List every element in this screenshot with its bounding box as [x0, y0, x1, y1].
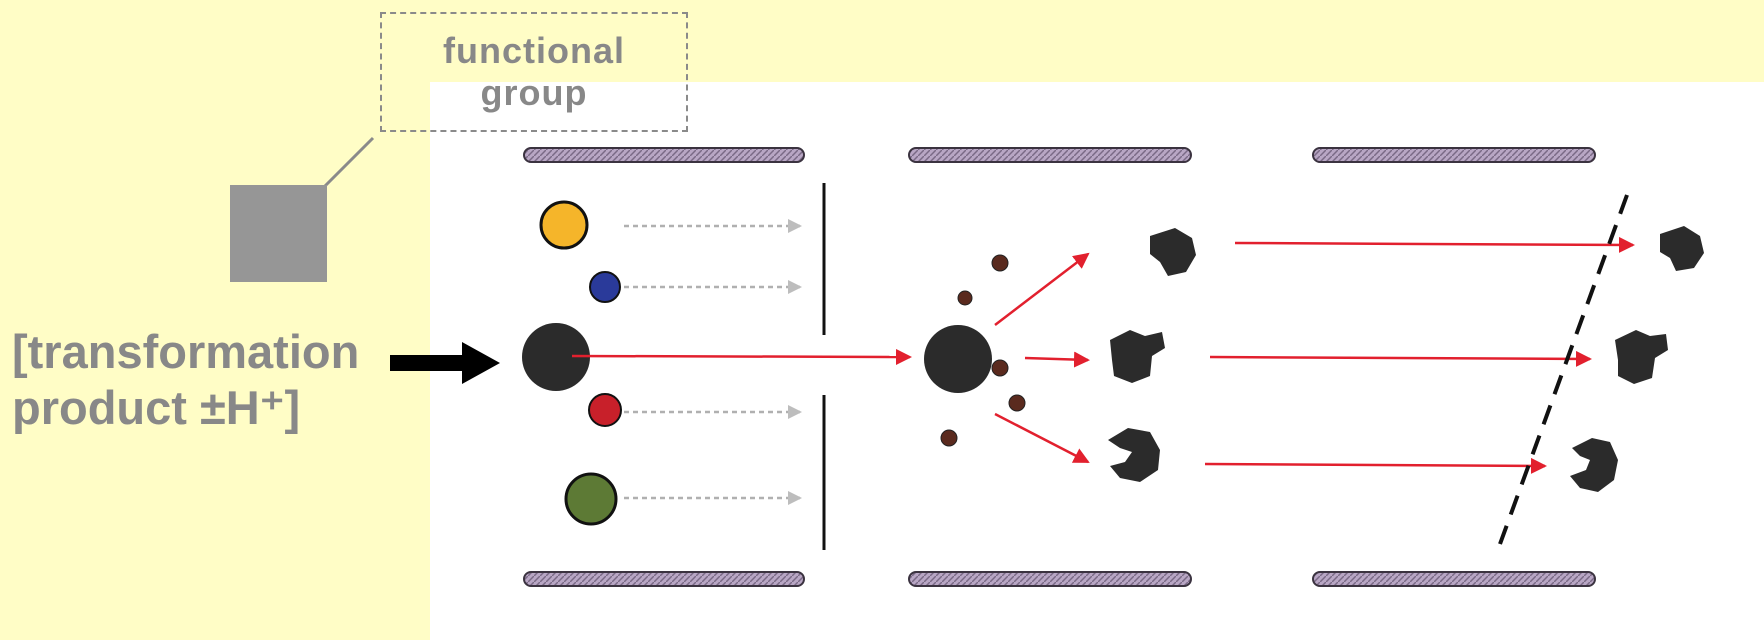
rod-q3-top: [1312, 147, 1596, 163]
fragment-dot: [957, 290, 973, 306]
transformation-product-label: [transformation product ±H⁺]: [12, 324, 392, 436]
ion-collision-parent: [924, 325, 992, 393]
product-arrow-2: [1209, 350, 1592, 367]
ion-red: [588, 393, 622, 427]
detected-fragment-c: [1570, 438, 1618, 492]
callout-line-2: group: [480, 72, 588, 113]
fragment-dot: [991, 359, 1009, 377]
ion-blue: [589, 271, 621, 303]
fragment-dot: [991, 254, 1009, 272]
fragment-shape-a: [1150, 228, 1196, 276]
precursor-transfer-arrow: [571, 348, 912, 365]
fragment-arrow-down: [994, 412, 1090, 464]
ion-precursor: [522, 323, 590, 391]
product-ion-fragments-detector: [1570, 226, 1704, 492]
label-line-1: [transformation: [12, 325, 360, 378]
neutral-fragments: [940, 254, 1026, 447]
functional-group-callout: functional group: [380, 12, 688, 132]
product-ion-fragments-q2: [1108, 228, 1196, 482]
diagram-panel: [430, 82, 1764, 640]
ion-yellow: [539, 200, 589, 250]
red-arrows: [571, 236, 1635, 474]
fragment-arrow-mid: [1024, 351, 1090, 368]
callout-leader-line: [323, 136, 375, 188]
fragment-shape-b: [1110, 330, 1165, 383]
functional-group-square: [230, 185, 327, 282]
ion-green: [564, 472, 618, 526]
fragment-dot: [1008, 394, 1026, 412]
input-arrow: [390, 342, 500, 384]
fragment-arrow-up: [994, 252, 1090, 326]
rod-q2-top: [908, 147, 1192, 163]
quadrupole-rods: [523, 147, 1596, 587]
rod-q2-bottom: [908, 571, 1192, 587]
product-arrow-3: [1204, 457, 1547, 474]
rod-q1-bottom: [523, 571, 805, 587]
rod-q3-bottom: [1312, 571, 1596, 587]
product-arrow-1: [1234, 236, 1635, 253]
fragment-shape-c: [1108, 428, 1160, 482]
fragment-dot: [940, 429, 958, 447]
detected-fragment-a: [1660, 226, 1704, 271]
detected-fragment-b: [1615, 330, 1668, 384]
rejected-ion-arrows: [624, 219, 802, 505]
label-line-2: product ±H⁺]: [12, 381, 301, 434]
callout-line-1: functional: [443, 30, 625, 71]
rod-q1-top: [523, 147, 805, 163]
